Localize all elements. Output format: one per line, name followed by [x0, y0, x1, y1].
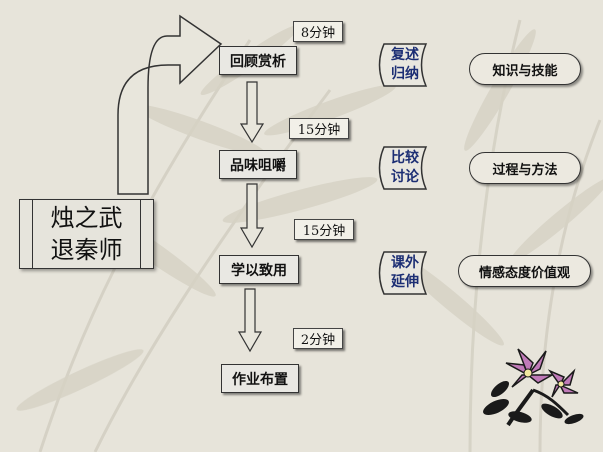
method-text-2: 比较 讨论 — [377, 149, 433, 187]
step-box-apply: 学以致用 — [219, 255, 299, 284]
goal-knowledge-skills: 知识与技能 — [469, 53, 581, 85]
goal-emotion-values: 情感态度价值观 — [458, 255, 591, 287]
time-tag-review: 8分钟 — [293, 21, 343, 42]
method-3-line2: 延伸 — [391, 274, 419, 290]
time-tag-savor: 15分钟 — [289, 118, 349, 139]
down-arrow-1 — [239, 81, 265, 144]
goal-process-methods: 过程与方法 — [469, 152, 581, 184]
step-box-savor: 品味咀嚼 — [219, 150, 297, 179]
method-scroll-3 — [378, 251, 428, 295]
lesson-title-line1: 烛之武 — [50, 204, 123, 232]
purple-flower-icon — [483, 348, 584, 427]
step-box-homework: 作业布置 — [221, 364, 299, 393]
method-scroll-2 — [378, 146, 428, 190]
down-arrow-3 — [237, 288, 263, 353]
method-text-3: 课外 延伸 — [377, 254, 433, 292]
method-text-1: 复述 归纳 — [377, 46, 433, 84]
time-tag-apply: 15分钟 — [294, 219, 354, 240]
lesson-title-box: 烛之武 退秦师 — [19, 199, 154, 269]
method-1-line2: 归纳 — [391, 66, 419, 82]
down-arrow-2 — [239, 183, 265, 249]
title-right-bar — [140, 200, 141, 268]
curved-up-arrow — [117, 14, 223, 195]
method-2-line2: 讨论 — [391, 169, 419, 185]
step-box-review: 回顾赏析 — [219, 46, 297, 75]
method-scroll-1 — [378, 43, 428, 87]
time-tag-homework: 2分钟 — [293, 328, 343, 349]
method-3-line1: 课外 — [391, 255, 419, 271]
title-left-bar — [32, 200, 33, 268]
lesson-title-line2: 退秦师 — [50, 236, 123, 264]
method-2-line1: 比较 — [391, 150, 419, 166]
method-1-line1: 复述 — [391, 47, 419, 63]
